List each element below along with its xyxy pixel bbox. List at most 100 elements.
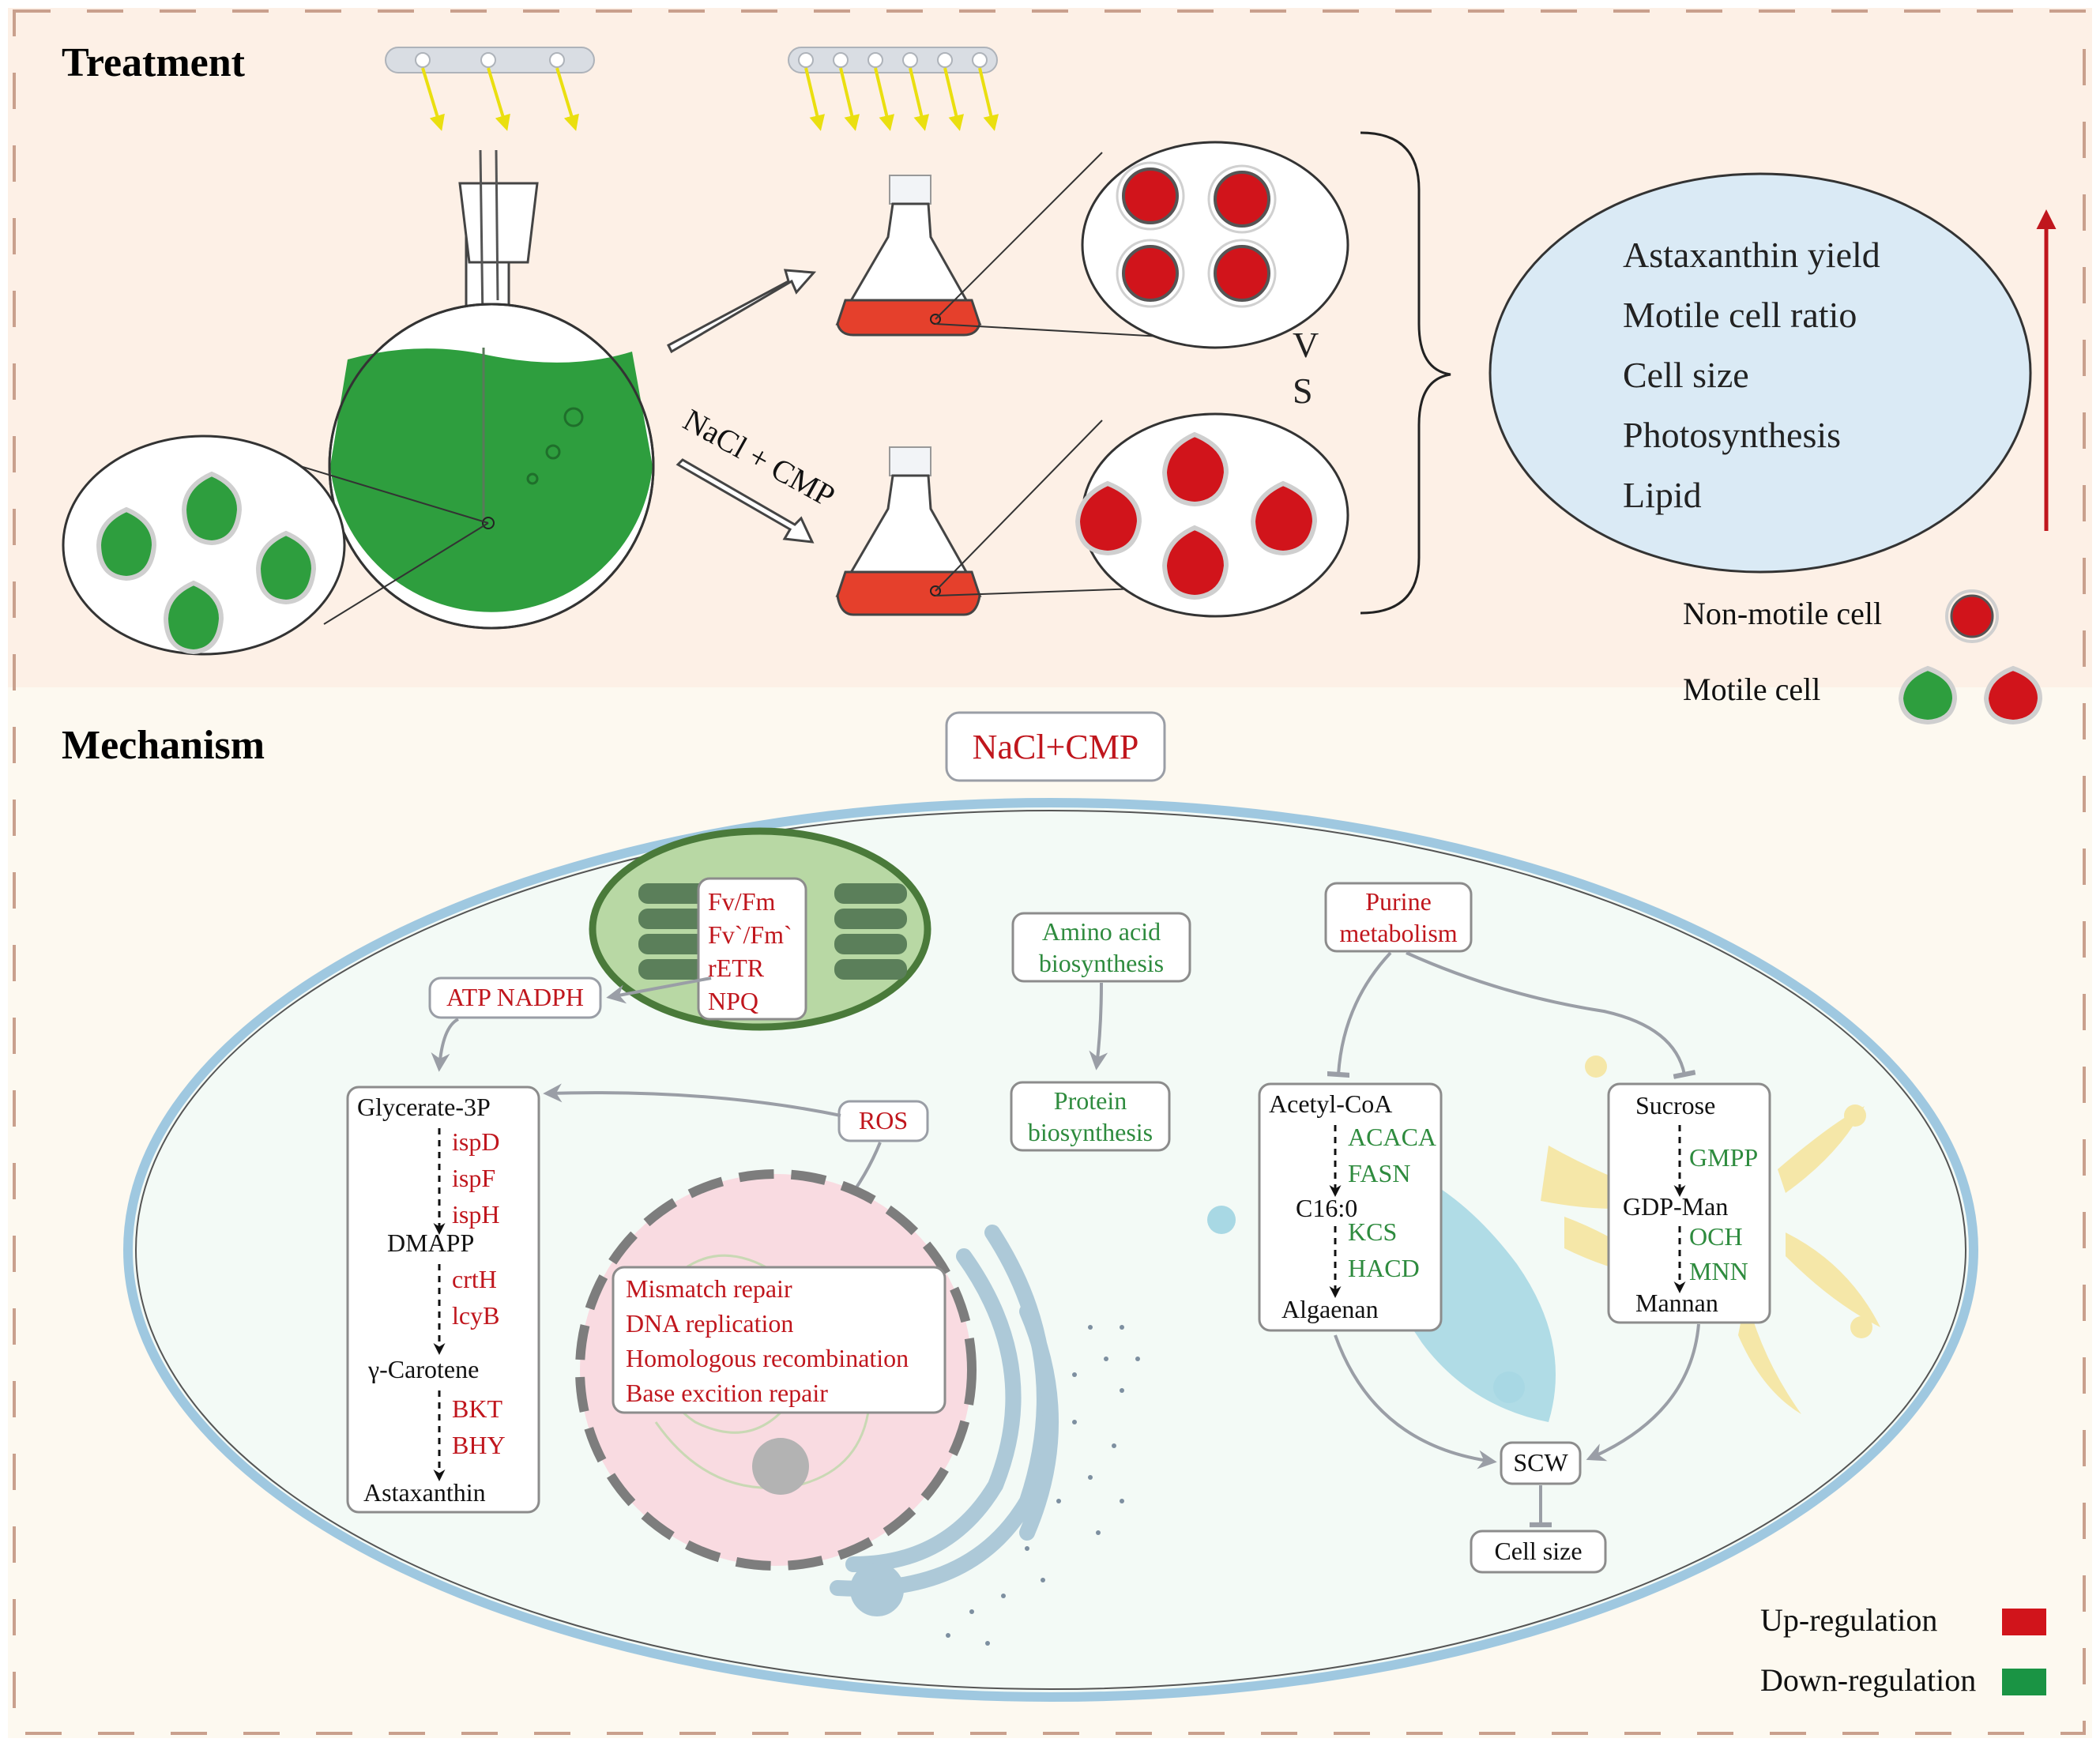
lipid-pathway: Acetyl-CoA ACACA FASN C16:0 KCS HACD Alg… [1269,1089,1436,1323]
effects-ellipse [1488,172,2032,574]
arrow-ros-to-glycerate [543,1083,841,1117]
green-cells-zoom [62,435,489,656]
arrow-mannan-to-scw [1586,1323,1700,1462]
dna-base-excition-repair: Base excition repair [626,1379,828,1407]
gene-bhy: BHY [452,1431,506,1459]
arrow-chloroplast-to-atp [606,976,712,1004]
purine-line2: metabolism [1339,919,1457,947]
astaxanthin-pathway-box [346,1086,540,1514]
gene-crth: crtH [452,1265,497,1293]
effects-list: Astaxanthin yield Motile cell ratio Cell… [1623,235,1880,515]
gene-kcs: KCS [1348,1217,1397,1246]
gene-lcyb: lcyB [452,1301,499,1330]
metabolite-gamma-carotene: γ-Carotene [367,1355,479,1383]
metabolite-gdp-man: GDP-Man [1623,1192,1728,1221]
dna-replication: DNA replication [626,1309,793,1338]
red-motile-cell-icon [1983,665,2043,725]
dashed-frame [13,9,2086,1735]
section-title-mechanism: Mechanism [62,723,265,768]
up-regulation-swatch [2002,1609,2046,1635]
effect-cell-size: Cell size [1623,355,1749,395]
gene-mnn: MNN [1689,1257,1748,1285]
gene-ispf: ispF [452,1164,495,1192]
effect-lipid: Lipid [1623,475,1702,515]
amino-acid-line2: biosynthesis [1039,949,1164,977]
effect-motile-cell-ratio: Motile cell ratio [1623,295,1857,335]
arrow-to-control [667,269,817,354]
effect-photosynthesis: Photosynthesis [1623,415,1841,455]
gene-fasn: FASN [1348,1159,1410,1187]
inhibit-purine-to-mannan [1406,951,1684,1074]
param-fv-fm: Fv/Fm [708,887,775,916]
curly-brace [1360,131,1451,615]
protein-box [1010,1081,1171,1152]
atp-nadph-label: ATP NADPH [446,983,584,1011]
down-regulation-swatch [2002,1669,2046,1695]
param-retr: rETR [708,954,765,982]
astaxanthin-pathway: Glycerate-3P ispD ispF ispH DMAPP crtH l… [357,1093,506,1507]
metabolite-algaenan: Algaenan [1281,1295,1379,1323]
purine-box [1324,882,1473,953]
green-motile-cell-icon [1898,665,1958,725]
amino-acid-box [1011,912,1191,983]
ros-box [837,1100,929,1142]
gene-ispd: ispD [452,1127,499,1156]
arrow-atp-to-glycerate [431,1018,460,1072]
stimulus-label: NaCl+CMP [973,728,1139,766]
metabolite-dmapp: DMAPP [387,1229,474,1257]
section-title-treatment: Treatment [62,40,246,85]
mannan-pathway-box [1607,1082,1771,1324]
photosynthesis-params-box [697,877,807,1021]
ribosome-dots [946,1325,1140,1646]
arrow-lipid-to-scw [1334,1334,1497,1469]
protein-line2: biosynthesis [1028,1118,1153,1146]
red-motile-cells-zoom [1074,412,1349,618]
gene-bkt: BKT [452,1394,502,1423]
endoplasmic-reticulum [830,1225,1059,1616]
amino-acid-line1: Amino acid [1042,917,1161,946]
ros-label: ROS [859,1106,908,1135]
metabolite-glycerate-3p: Glycerate-3P [357,1093,491,1121]
legend-motile-label: Motile cell [1683,672,1820,707]
cell-inner-border [135,810,1966,1690]
red-nonmotile-cells-zoom [1081,141,1349,349]
scw-box [1500,1441,1582,1485]
protein-line1: Protein [1054,1086,1127,1115]
param-npq: NPQ [708,987,758,1015]
metabolite-mannan: Mannan [1635,1289,1718,1317]
lipid-pathway-box [1258,1082,1443,1332]
control-flask [835,152,1162,337]
dna-homologous-recombination: Homologous recombination [626,1344,909,1372]
vs-letter-v: V [1293,325,1319,365]
gene-och: OCH [1689,1222,1743,1251]
cell-size-label: Cell size [1494,1537,1582,1565]
vs-letter-s: S [1293,371,1313,411]
dna-mismatch-repair: Mismatch repair [626,1274,792,1303]
arrow-to-treatment [676,458,815,544]
metabolite-sucrose: Sucrose [1635,1091,1715,1119]
light-source-low [385,47,595,131]
light-source-high [788,47,999,131]
legend-non-motile-label: Non-motile cell [1683,596,1882,631]
stimulus-box [945,711,1166,782]
metabolite-acetyl-coa: Acetyl-CoA [1269,1089,1392,1118]
mannan-pathway: Sucrose GMPP GDP-Man OCH MNN Mannan [1623,1091,1758,1317]
gene-isph: ispH [452,1200,499,1229]
legend-up-regulation-label: Up-regulation [1760,1602,1937,1638]
treatment-flask [835,420,1162,616]
metabolite-astaxanthin: Astaxanthin [363,1478,486,1507]
effect-astaxanthin-yield: Astaxanthin yield [1623,235,1880,275]
gene-acaca: ACACA [1348,1123,1436,1151]
param-fv-fm-prime: Fv`/Fm` [708,920,792,949]
dna-processes-box [612,1266,947,1414]
gene-gmpp: GMPP [1689,1143,1758,1172]
cell-size-box [1470,1530,1607,1574]
scw-label: SCW [1513,1448,1568,1477]
culture-flask [328,149,655,630]
inhibit-purine-to-lipid [1338,951,1392,1074]
legend-down-regulation-label: Down-regulation [1760,1662,1976,1698]
metabolite-c16-0: C16:0 [1296,1194,1357,1222]
gene-hacd: HACD [1348,1254,1420,1282]
non-motile-cell-icon [1945,589,1999,643]
